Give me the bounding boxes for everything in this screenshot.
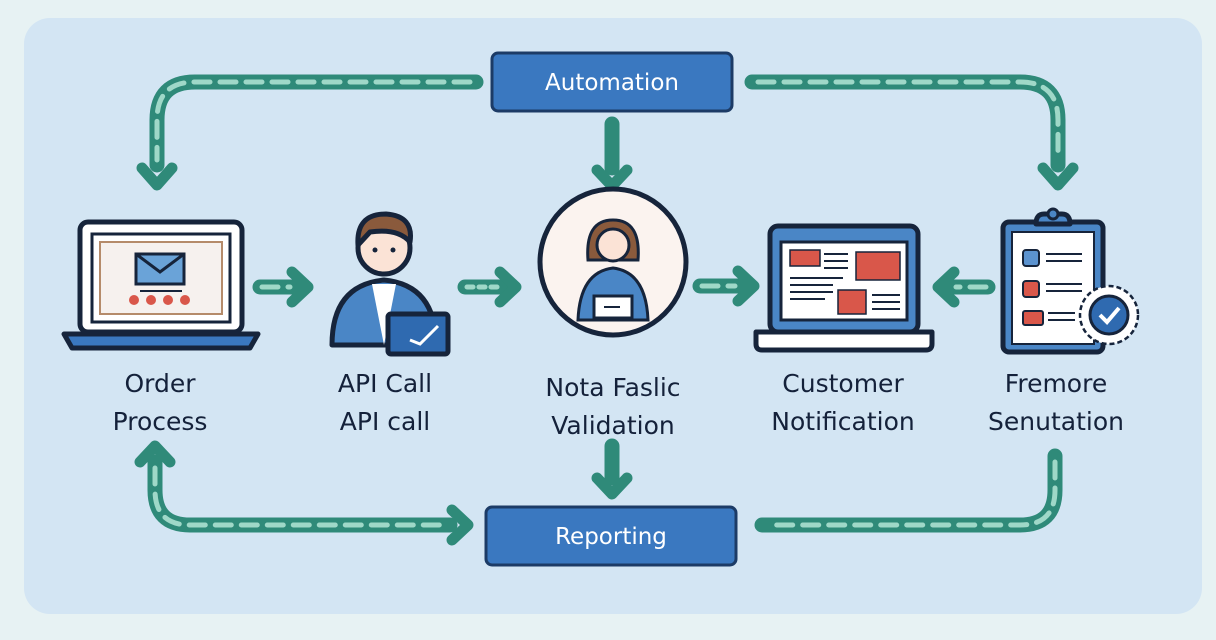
arrow-validation-to-notification <box>692 265 760 307</box>
arrow-reporting-order-loop <box>134 440 474 546</box>
node-label-line1: API Call <box>338 369 432 398</box>
arrow-order-to-api <box>252 266 314 308</box>
node-label-line1: Fremore <box>1005 369 1107 398</box>
node-label-line1: Nota Faslic <box>545 373 680 402</box>
node-fremore-senutation: Fremore Senutation <box>988 369 1124 436</box>
automation-label: Automation <box>545 70 679 96</box>
node-order-process: Order Process <box>113 369 208 436</box>
node-customer-notification: Customer Notification <box>771 369 914 436</box>
arrow-api-to-validation <box>457 266 522 308</box>
person-tablet-icon <box>329 211 451 357</box>
arrow-fremore-to-reporting <box>754 448 1063 533</box>
node-validation: Nota Faslic Validation <box>545 373 680 440</box>
reporting-label: Reporting <box>555 524 667 550</box>
arrow-automation-to-validation <box>591 116 633 192</box>
clipboard-check-icon <box>1000 207 1140 355</box>
laptop-email-icon <box>61 219 261 351</box>
node-label-line2: Validation <box>551 411 674 440</box>
node-api-call: API Call API call <box>338 369 432 436</box>
node-label-line2: Senutation <box>988 407 1124 436</box>
laptop-dashboard-icon <box>753 223 935 353</box>
automation-box[interactable]: Automation <box>490 51 734 113</box>
arrow-fremore-to-notification <box>932 266 996 308</box>
node-label-line1: Customer <box>782 369 904 398</box>
person-circle-icon <box>537 186 689 338</box>
arrow-automation-to-fremore <box>744 74 1079 191</box>
node-label-line1: Order <box>124 369 196 398</box>
reporting-box[interactable]: Reporting <box>484 505 738 567</box>
node-label-line2: Notification <box>771 407 914 436</box>
node-label-line2: API call <box>340 407 430 436</box>
arrow-automation-to-order <box>136 74 484 191</box>
node-label-line2: Process <box>113 407 208 436</box>
arrow-validation-to-reporting <box>591 438 633 500</box>
